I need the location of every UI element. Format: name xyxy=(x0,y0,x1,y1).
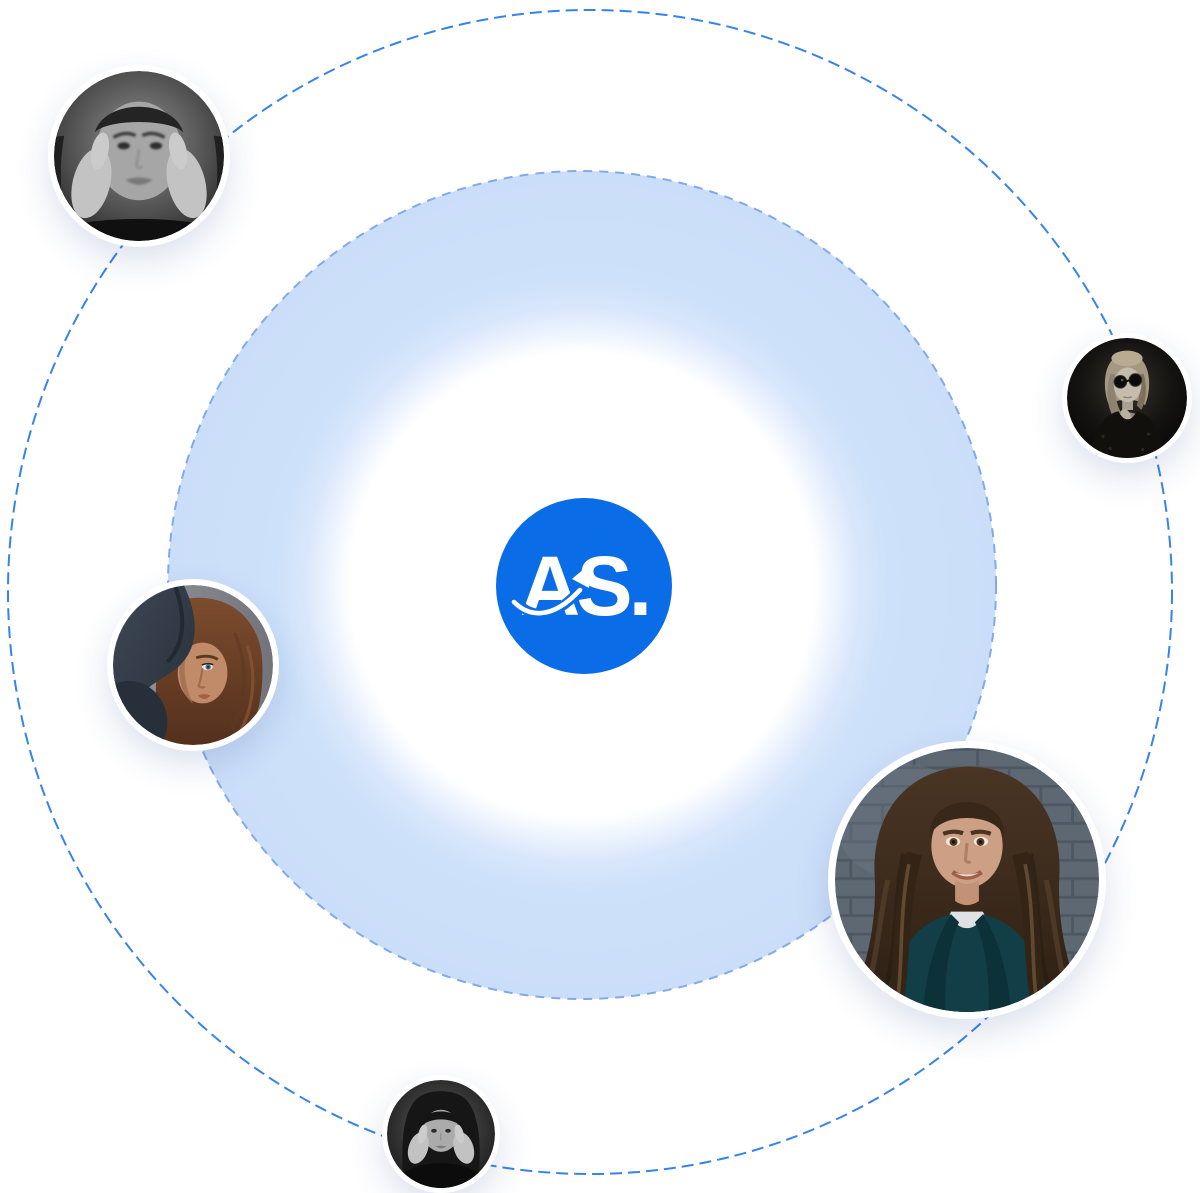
avatar-woman-hands-on-face xyxy=(48,65,230,247)
avatar-photo xyxy=(113,585,273,745)
sunglasses xyxy=(1113,373,1143,389)
face-features xyxy=(112,131,166,185)
hands xyxy=(71,132,207,219)
logo-swoosh-icon xyxy=(511,562,592,619)
avatar-woman-hands-on-cheeks xyxy=(382,1075,500,1193)
avatar-photo xyxy=(1067,338,1187,458)
avatar-woman-brick-wall xyxy=(828,741,1106,1019)
avatar-photo xyxy=(387,1080,495,1188)
avatar-woman-behind-chair xyxy=(107,579,279,751)
avatar-photo xyxy=(54,71,224,241)
hands xyxy=(407,1124,475,1164)
avatar-photo xyxy=(835,748,1099,1012)
orbit-circle xyxy=(7,9,1173,1175)
avatar-woman-sunglasses xyxy=(1062,333,1192,463)
brand-logo: AS. xyxy=(496,498,672,674)
